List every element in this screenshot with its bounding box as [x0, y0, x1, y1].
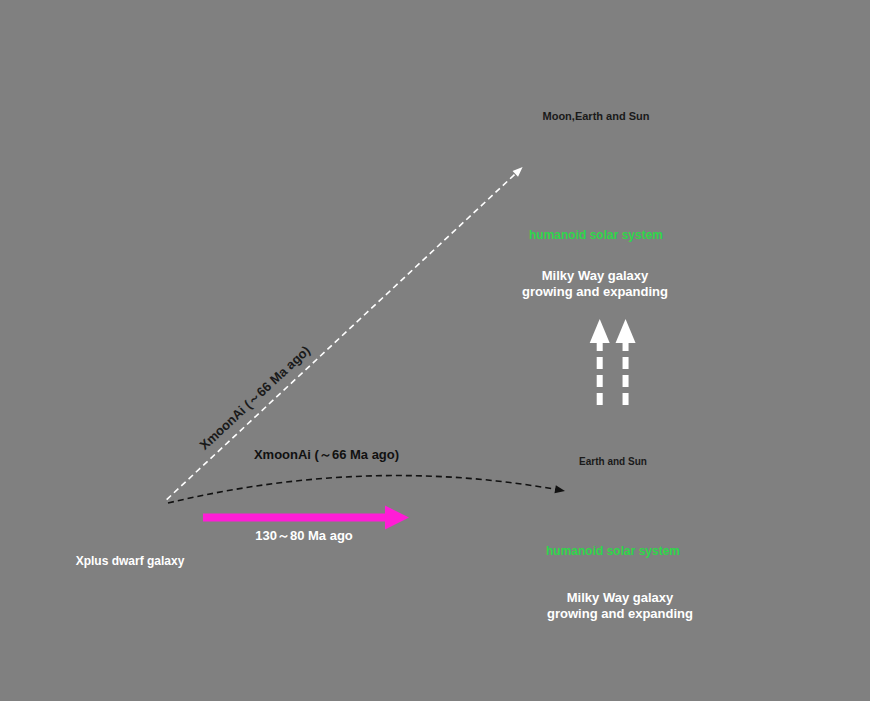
- arrowhead: [616, 319, 636, 343]
- moon-symbol: [523, 159, 531, 167]
- origin-dot: [159, 499, 167, 507]
- star-dot: [95, 517, 97, 519]
- star-dot: [148, 488, 150, 490]
- star-dot: [119, 499, 121, 501]
- transfer-arrow: [590, 319, 610, 405]
- star-dot: [131, 496, 133, 498]
- arrowhead: [554, 485, 565, 493]
- node-label: Moon,Earth and Sun: [496, 110, 696, 123]
- moon-orbit: [527, 132, 613, 192]
- star-dot: [150, 524, 152, 526]
- star-dot: [88, 506, 90, 508]
- galaxy-ellipse: Milky Way galaxy growing and expanding Mo…: [360, 45, 830, 315]
- star-dot: [114, 517, 116, 519]
- transfer-arrow: [167, 167, 523, 499]
- earth-symbol: [562, 154, 578, 170]
- arrowhead: [385, 506, 409, 530]
- galaxy-ellipse: Milky Way galaxy growing and expanding Ea…: [405, 408, 835, 632]
- node-label: Milky Way galaxy growing and expanding: [543, 590, 698, 621]
- node-label: Milky Way galaxy growing and expanding: [518, 268, 673, 299]
- star-dot: [111, 524, 113, 526]
- star-dot: [141, 510, 143, 512]
- node-label: humanoid solar system: [503, 544, 723, 558]
- transfer-arrow: [168, 476, 565, 503]
- edge-label: XmoonAi (～66 Ma ago): [254, 447, 399, 463]
- star-dot: [153, 507, 155, 509]
- star-dot: [114, 505, 116, 507]
- earth-symbol: [567, 486, 577, 496]
- transfer-arrow: [203, 506, 409, 530]
- star-dot: [144, 536, 146, 538]
- edge-label: 130～80 Ma ago: [255, 528, 353, 544]
- dwarf-galaxy-ellipse: Xplus dwarf galaxy: [58, 470, 202, 552]
- solar-system-ellipse: Earth and Sunhumanoid solar system: [513, 444, 713, 536]
- earth-orbit: [572, 471, 640, 511]
- sun-symbol: [603, 481, 625, 503]
- star-dot: [125, 517, 127, 519]
- node-label: Xplus dwarf galaxy: [50, 554, 210, 568]
- star-dot: [124, 489, 126, 491]
- star-dot: [170, 496, 172, 498]
- transfer-arrow: [616, 319, 636, 405]
- node-label: Earth and Sun: [538, 456, 688, 468]
- node-label: humanoid solar system: [476, 228, 716, 242]
- sun-symbol: [613, 146, 643, 176]
- star-dot: [117, 510, 119, 512]
- arrowhead: [590, 319, 610, 343]
- arrowhead: [513, 167, 523, 177]
- earth-orbit: [565, 128, 705, 196]
- edge-label: XmoonAi (～66 Ma ago): [197, 342, 314, 453]
- ellipse-outline: [58, 470, 202, 552]
- star-dot: [156, 515, 158, 517]
- solar-system-ellipse: Moon,Earth and Sunhumanoid solar system: [456, 100, 736, 226]
- star-dot: [164, 526, 166, 528]
